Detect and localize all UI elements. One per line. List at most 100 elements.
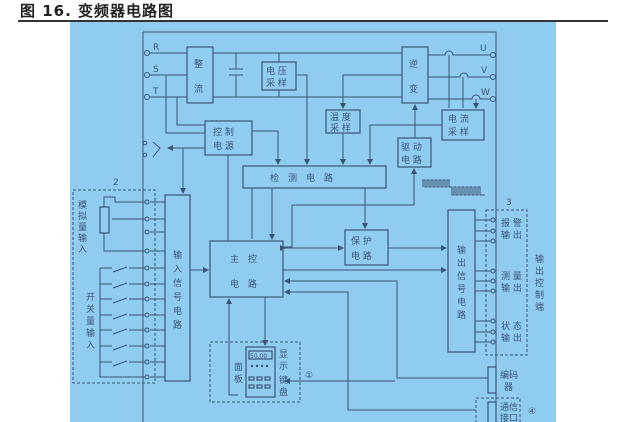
panel-label: 板 bbox=[234, 373, 243, 385]
input-group-number: 2 bbox=[113, 178, 119, 188]
svg-text:出: 出 bbox=[457, 257, 466, 269]
svg-text:号: 号 bbox=[457, 284, 466, 295]
output-group-box bbox=[485, 209, 528, 356]
svg-text:拟: 拟 bbox=[78, 210, 87, 222]
svg-text:驱 动: 驱 动 bbox=[401, 142, 422, 153]
panel-label: 面 bbox=[234, 362, 243, 373]
communication-connector bbox=[487, 401, 497, 422]
svg-text:入: 入 bbox=[173, 264, 182, 275]
input-lines bbox=[150, 52, 187, 98]
svg-text:采 样: 采 样 bbox=[448, 126, 469, 138]
svg-text:输: 输 bbox=[457, 244, 466, 256]
main-control-block: 主 控 电 路 bbox=[209, 240, 284, 298]
svg-text:信: 信 bbox=[173, 277, 182, 289]
svg-text:路: 路 bbox=[173, 319, 182, 331]
display-label: 显 bbox=[279, 349, 288, 360]
title-divider bbox=[18, 20, 608, 22]
output-group-number: 3 bbox=[506, 198, 512, 208]
rectifier-block: 整 流 bbox=[186, 46, 214, 104]
input-terminals: R S T bbox=[144, 43, 159, 100]
comm-to-main bbox=[284, 289, 476, 411]
svg-text:整: 整 bbox=[194, 58, 203, 70]
encoder-label: 编码 bbox=[500, 369, 518, 381]
svg-text:电 源: 电 源 bbox=[213, 140, 234, 152]
communication-label: 接口 bbox=[500, 412, 518, 422]
encoder-connector bbox=[487, 366, 497, 394]
encoder-to-main bbox=[284, 278, 488, 379]
svg-text:入: 入 bbox=[86, 340, 95, 351]
svg-text:输: 输 bbox=[78, 232, 87, 244]
svg-text:50.00: 50.00 bbox=[250, 353, 267, 360]
relay-contact-icon bbox=[142, 140, 161, 158]
svg-text:制: 制 bbox=[535, 289, 544, 301]
svg-text:电 路: 电 路 bbox=[401, 154, 422, 166]
voltage-sampling-arrow bbox=[296, 74, 310, 165]
temperature-line bbox=[340, 74, 402, 109]
svg-text:U: U bbox=[480, 44, 487, 54]
current-sampling-arrow bbox=[367, 124, 442, 165]
svg-text:S: S bbox=[153, 65, 159, 75]
svg-text:信: 信 bbox=[457, 270, 466, 282]
output-lines bbox=[428, 50, 490, 100]
svg-text:T: T bbox=[152, 87, 159, 97]
status-output-label: 状 态 bbox=[501, 320, 522, 332]
current-sense-arrows bbox=[448, 55, 476, 108]
svg-text:控 制: 控 制 bbox=[213, 126, 234, 138]
detection-to-main bbox=[251, 188, 272, 239]
detection-circuit-block: 检 测 电 路 bbox=[242, 165, 387, 189]
potentiometer-icon bbox=[99, 196, 147, 252]
control-power-block: 控 制 电 源 bbox=[204, 120, 253, 156]
svg-text:输: 输 bbox=[173, 249, 182, 261]
panel-group-box bbox=[209, 341, 301, 403]
svg-text:检 测 电 路: 检 测 电 路 bbox=[270, 172, 333, 184]
svg-text:保 护: 保 护 bbox=[351, 235, 372, 247]
panel-group-number: ① bbox=[305, 371, 313, 381]
communication-label: 通信 bbox=[500, 401, 518, 413]
operator-panel-icon: 50.00 bbox=[245, 346, 276, 398]
input-terminal-row bbox=[144, 199, 165, 380]
svg-text:开: 开 bbox=[86, 292, 95, 303]
svg-text:号: 号 bbox=[173, 292, 182, 303]
current-sampling-block: 电 流 采 样 bbox=[441, 109, 485, 141]
svg-text:W: W bbox=[481, 88, 490, 98]
measurement-output-label: 输 出 bbox=[501, 282, 522, 294]
input-signal-circuit-block: 输 入 信 号 电 路 bbox=[164, 194, 191, 382]
svg-text:变: 变 bbox=[409, 83, 418, 95]
svg-text:电 路: 电 路 bbox=[351, 250, 372, 262]
switch-contacts bbox=[100, 266, 147, 367]
encoder-label: 器 bbox=[504, 382, 513, 393]
svg-text:端: 端 bbox=[535, 301, 544, 313]
control-power-to-detection bbox=[252, 130, 281, 165]
svg-text:R: R bbox=[153, 43, 159, 53]
control-power-feed bbox=[165, 75, 205, 134]
figure-title: 图 16. 变频器电路图 bbox=[20, 2, 175, 20]
svg-text:路: 路 bbox=[457, 309, 466, 321]
communication-group-number: ④ bbox=[528, 407, 536, 417]
svg-text:量: 量 bbox=[86, 316, 95, 327]
svg-text:输: 输 bbox=[86, 327, 95, 339]
svg-text:模: 模 bbox=[78, 200, 87, 211]
switch-input-label: 开 关 量 输 入 bbox=[86, 292, 95, 351]
alarm-output-label: 报 警 bbox=[501, 217, 522, 229]
measurement-output-label: 测 量 bbox=[501, 271, 522, 282]
keyboard-label: 键 bbox=[279, 374, 288, 386]
switch-common-line bbox=[99, 268, 147, 378]
svg-text:入: 入 bbox=[78, 244, 87, 255]
svg-text:电: 电 bbox=[173, 305, 182, 317]
svg-text:控: 控 bbox=[535, 277, 544, 289]
svg-text:电 压: 电 压 bbox=[266, 65, 287, 77]
svg-text:采 样: 采 样 bbox=[330, 122, 351, 134]
status-output-label: 输 出 bbox=[501, 332, 522, 344]
output-terminal-row bbox=[475, 217, 496, 345]
alarm-output-label: 输 出 bbox=[501, 229, 522, 241]
svg-text:出: 出 bbox=[535, 265, 544, 277]
output-terminals: U V W bbox=[480, 44, 496, 102]
temperature-sampling-block: 温 度 采 样 bbox=[325, 109, 361, 134]
keyboard-label: 盘 bbox=[279, 386, 288, 398]
svg-text:电 路: 电 路 bbox=[230, 278, 257, 290]
svg-text:输: 输 bbox=[535, 253, 544, 265]
protection-circuit-block: 保 护 电 路 bbox=[344, 229, 389, 266]
capacitor-icon bbox=[229, 53, 243, 97]
pwm-waveform-icon bbox=[422, 179, 485, 196]
